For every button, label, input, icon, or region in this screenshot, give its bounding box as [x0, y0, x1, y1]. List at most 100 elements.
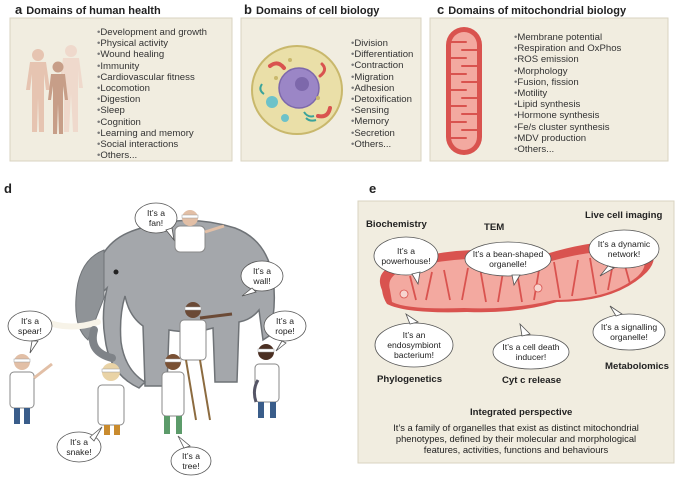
panel-a-list: Development and growth Physical activity… [97, 27, 207, 161]
bubble-snake [56, 431, 102, 463]
bubble-tree [170, 446, 212, 476]
bubble-line: fan! [148, 218, 164, 228]
bubble-fan [134, 202, 178, 234]
list-item: ROS emission [514, 54, 621, 65]
bubble-line: tree! [182, 461, 200, 471]
list-item: Digestion [97, 94, 207, 105]
bubble-line: It’s a signalling [600, 322, 658, 332]
bubble-cell-death-text: It’s a cell death inducer! [493, 342, 569, 362]
bubble-wall [240, 260, 284, 292]
bubble-line: bacterium! [393, 350, 435, 360]
list-item: Detoxification [351, 94, 413, 105]
list-item: Respiration and OxPhos [514, 43, 621, 54]
bubble-line: inducer! [515, 352, 547, 362]
bubble-line: It’s an [402, 330, 426, 340]
bubble-line: rope! [275, 326, 295, 336]
list-item: MDV production [514, 133, 621, 144]
list-item: Physical activity [97, 38, 207, 49]
bubble-line: It’s a [70, 437, 88, 447]
bubble-line: spear! [18, 326, 42, 336]
bubble-powerhouse-text: It’s a powerhouse! [374, 246, 438, 266]
list-item: Membrane potential [514, 32, 621, 43]
bubble-spear-text: It’s a spear! [10, 316, 50, 336]
list-item: Division [351, 38, 413, 49]
bubble-spear [7, 310, 53, 342]
panel-d-letter: d [4, 181, 12, 196]
label-biochemistry: Biochemistry [366, 219, 427, 230]
bubble-rope [263, 310, 307, 342]
bubble-line: It’s a [276, 316, 294, 326]
list-item: Social interactions [97, 139, 207, 150]
panel-a-title-text: Domains of human health [26, 5, 161, 17]
text-line: phenotypes, defined by their molecular a… [395, 433, 637, 444]
bubble-line: It’s a [397, 246, 415, 256]
list-item: Fe/s cluster synthesis [514, 122, 621, 133]
panel-e-letter: e [369, 181, 377, 196]
list-item: Hormone synthesis [514, 110, 621, 121]
panel-d-bubbles [7, 202, 307, 476]
integrated-perspective-text: It’s a family of organelles that exist a… [366, 422, 666, 455]
list-item: Cognition [97, 117, 207, 128]
bubble-line: network! [607, 249, 641, 259]
bubble-line: It’s a dynamic [597, 239, 651, 249]
panel-c-title-text: Domains of mitochondrial biology [448, 5, 627, 17]
bubble-line: It’s a [253, 266, 271, 276]
text-line: It’s a family of organelles that exist a… [393, 422, 639, 433]
list-item: Locomotion [97, 83, 207, 94]
bubble-line: organelle! [610, 332, 648, 342]
bubble-snake-text: It’s a snake! [59, 437, 99, 457]
list-item: Migration [351, 72, 413, 83]
list-item: Contraction [351, 60, 413, 71]
label-live-cell-imaging: Live cell imaging [585, 210, 663, 221]
list-item: Lipid synthesis [514, 99, 621, 110]
list-item: Secretion [351, 128, 413, 139]
list-item: Sleep [97, 105, 207, 116]
bubble-line: It’s a cell death [502, 342, 560, 352]
bubble-line: It’s a [182, 451, 200, 461]
label-cyt-c-release: Cyt c release [502, 375, 562, 386]
bubble-rope-text: It’s a rope! [265, 316, 305, 336]
bubble-signalling-text: It’s a signalling organelle! [593, 322, 665, 342]
panel-e-bubbles [373, 229, 666, 370]
elephant-icon [39, 219, 276, 389]
list-item: Adhesion [351, 83, 413, 94]
panel-a-letter: a [15, 2, 23, 17]
bubble-wall-text: It’s a wall! [242, 266, 282, 286]
panel-c-letter: c [437, 2, 445, 17]
bubble-line: endosymbiont [387, 340, 441, 350]
list-item: Sensing [351, 105, 413, 116]
bubble-endosymbiont-text: It’s an endosymbiont bacterium! [375, 330, 453, 360]
list-item: Differentiation [351, 49, 413, 60]
list-item: Motility [514, 88, 621, 99]
cell-icon [251, 45, 343, 135]
panel-b-title-text: Domains of cell biology [255, 5, 380, 17]
integrated-perspective-title: Integrated perspective [470, 407, 573, 418]
list-item: Wound healing [97, 49, 207, 60]
bubble-dynamic-network-text: It’s a dynamic network! [589, 239, 659, 259]
bubble-fan-text: It’s a fan! [136, 208, 176, 228]
bubble-line: It’s a [147, 208, 165, 218]
bubble-tree-text: It’s a tree! [171, 451, 211, 471]
text-line: features, activities, functions and beha… [423, 444, 609, 455]
list-item: Fusion, fission [514, 77, 621, 88]
panel-c-list: Membrane potential Respiration and OxPho… [514, 32, 621, 155]
bubble-line: wall! [253, 276, 271, 286]
list-item: Memory [351, 116, 413, 127]
blindfolded-people-icon [9, 210, 280, 435]
bubble-line: It’s a [21, 316, 39, 326]
label-tem: TEM [484, 222, 505, 233]
list-item: Others... [97, 150, 207, 161]
list-item: Others... [351, 139, 413, 150]
label-phylogenetics: Phylogenetics [377, 374, 443, 385]
list-item: Learning and memory [97, 128, 207, 139]
bubble-line: organelle! [489, 259, 527, 269]
panel-b-letter: b [244, 2, 252, 17]
bubble-line: powerhouse! [381, 256, 431, 266]
human-figures-icon [26, 45, 83, 134]
list-item: Cardiovascular fitness [97, 72, 207, 83]
list-item: Immunity [97, 61, 207, 72]
